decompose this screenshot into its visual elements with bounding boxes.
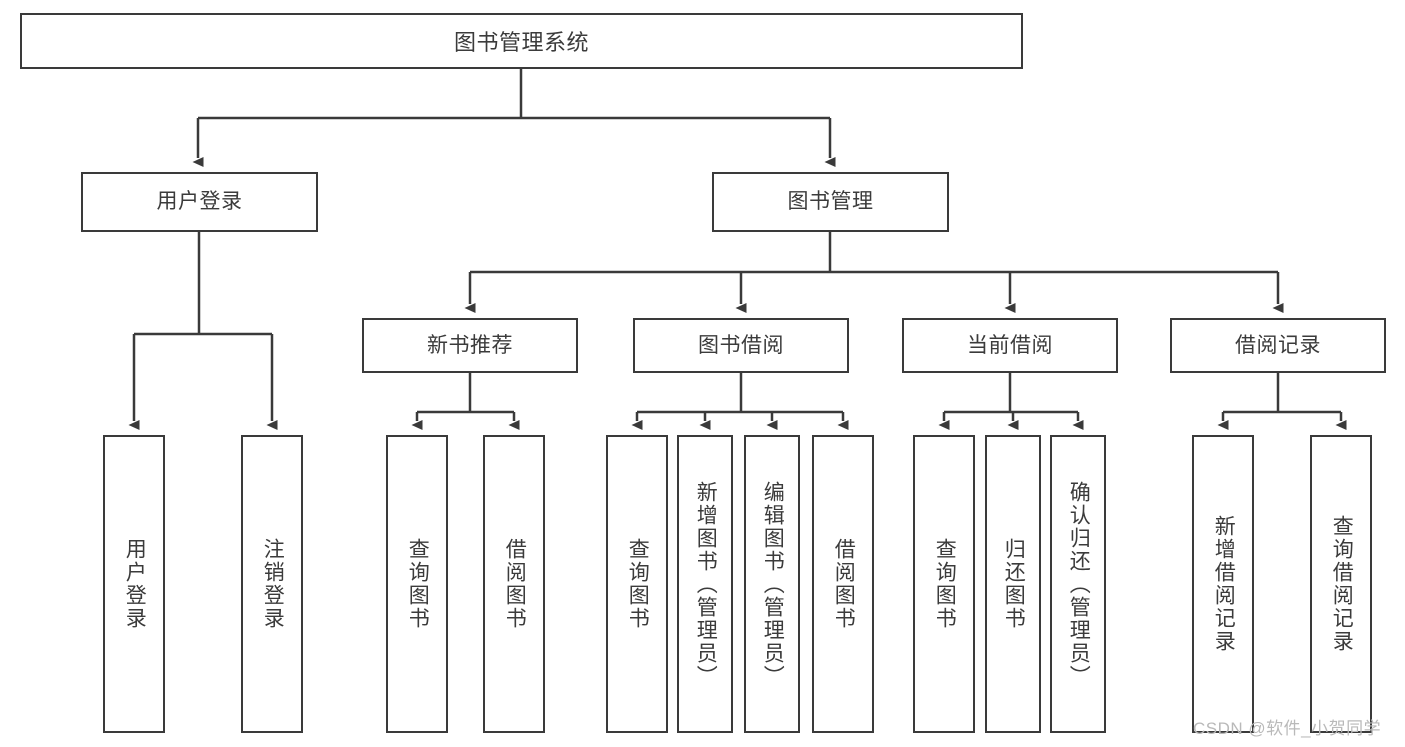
node-leaf-cur-return-book[interactable]: 归还图书: [985, 435, 1041, 733]
edge-bookmanage-to-level2: [464, 232, 1284, 313]
node-root-label: 图书管理系统: [453, 30, 589, 55]
node-leaf-cur-query-book-label: 查询图书: [933, 538, 957, 630]
node-borrow-record[interactable]: 借阅记录: [1170, 318, 1386, 373]
edge-userlogin-to-leaves: [128, 232, 278, 430]
edge-currentborrow-to-leaves: [938, 373, 1084, 430]
node-leaf-rec-add-record-label: 新增借阅记录: [1212, 515, 1236, 653]
node-new-book-rec[interactable]: 新书推荐: [362, 318, 578, 373]
node-leaf-rec-query-book[interactable]: 查询图书: [386, 435, 448, 733]
node-leaf-rec-add-record[interactable]: 新增借阅记录: [1192, 435, 1254, 733]
node-leaf-rec-query-book-label: 查询图书: [406, 538, 430, 630]
node-book-borrow-label: 图书借阅: [698, 333, 784, 357]
node-leaf-user-login-label: 用户登录: [123, 538, 147, 630]
edge-newbookrec-to-leaves: [411, 373, 520, 430]
node-leaf-borrow-query-book[interactable]: 查询图书: [606, 435, 668, 733]
node-leaf-borrow-query-book-label: 查询图书: [626, 538, 650, 630]
node-leaf-rec-borrow-book[interactable]: 借阅图书: [483, 435, 545, 733]
node-leaf-user-logout-label: 注销登录: [261, 538, 285, 630]
node-book-borrow[interactable]: 图书借阅: [633, 318, 849, 373]
node-book-manage[interactable]: 图书管理: [712, 172, 949, 232]
node-leaf-borrow-borrow-book[interactable]: 借阅图书: [812, 435, 874, 733]
node-leaf-borrow-borrow-book-label: 借阅图书: [832, 538, 856, 630]
node-book-manage-label: 图书管理: [787, 190, 874, 214]
node-leaf-user-logout[interactable]: 注销登录: [241, 435, 303, 733]
node-user-login[interactable]: 用户登录: [81, 172, 318, 232]
node-new-book-rec-label: 新书推荐: [427, 333, 513, 357]
edge-bookborrow-to-leaves: [631, 373, 849, 430]
edge-root-to-level1: [192, 69, 836, 167]
node-leaf-user-login[interactable]: 用户登录: [103, 435, 165, 733]
node-leaf-cur-confirm-return[interactable]: 确认归还（管理员）: [1050, 435, 1106, 733]
node-current-borrow[interactable]: 当前借阅: [902, 318, 1118, 373]
node-user-login-label: 用户登录: [156, 190, 243, 214]
node-leaf-cur-return-book-label: 归还图书: [1002, 538, 1026, 630]
node-leaf-cur-query-book[interactable]: 查询图书: [913, 435, 975, 733]
node-leaf-borrow-edit-book[interactable]: 编辑图书（管理员）: [744, 435, 800, 733]
node-borrow-record-label: 借阅记录: [1235, 333, 1321, 357]
node-leaf-rec-query-record[interactable]: 查询借阅记录: [1310, 435, 1372, 733]
node-leaf-cur-confirm-return-label: 确认归还（管理员）: [1067, 480, 1091, 688]
edge-borrowrecord-to-leaves: [1217, 373, 1347, 430]
node-leaf-borrow-add-book[interactable]: 新增图书（管理员）: [677, 435, 733, 733]
node-current-borrow-label: 当前借阅: [967, 333, 1053, 357]
node-leaf-rec-borrow-book-label: 借阅图书: [503, 538, 527, 630]
node-root[interactable]: 图书管理系统: [20, 13, 1023, 69]
node-leaf-borrow-add-book-label: 新增图书（管理员）: [694, 480, 718, 688]
node-leaf-borrow-edit-book-label: 编辑图书（管理员）: [761, 480, 785, 688]
node-leaf-rec-query-record-label: 查询借阅记录: [1330, 515, 1354, 653]
